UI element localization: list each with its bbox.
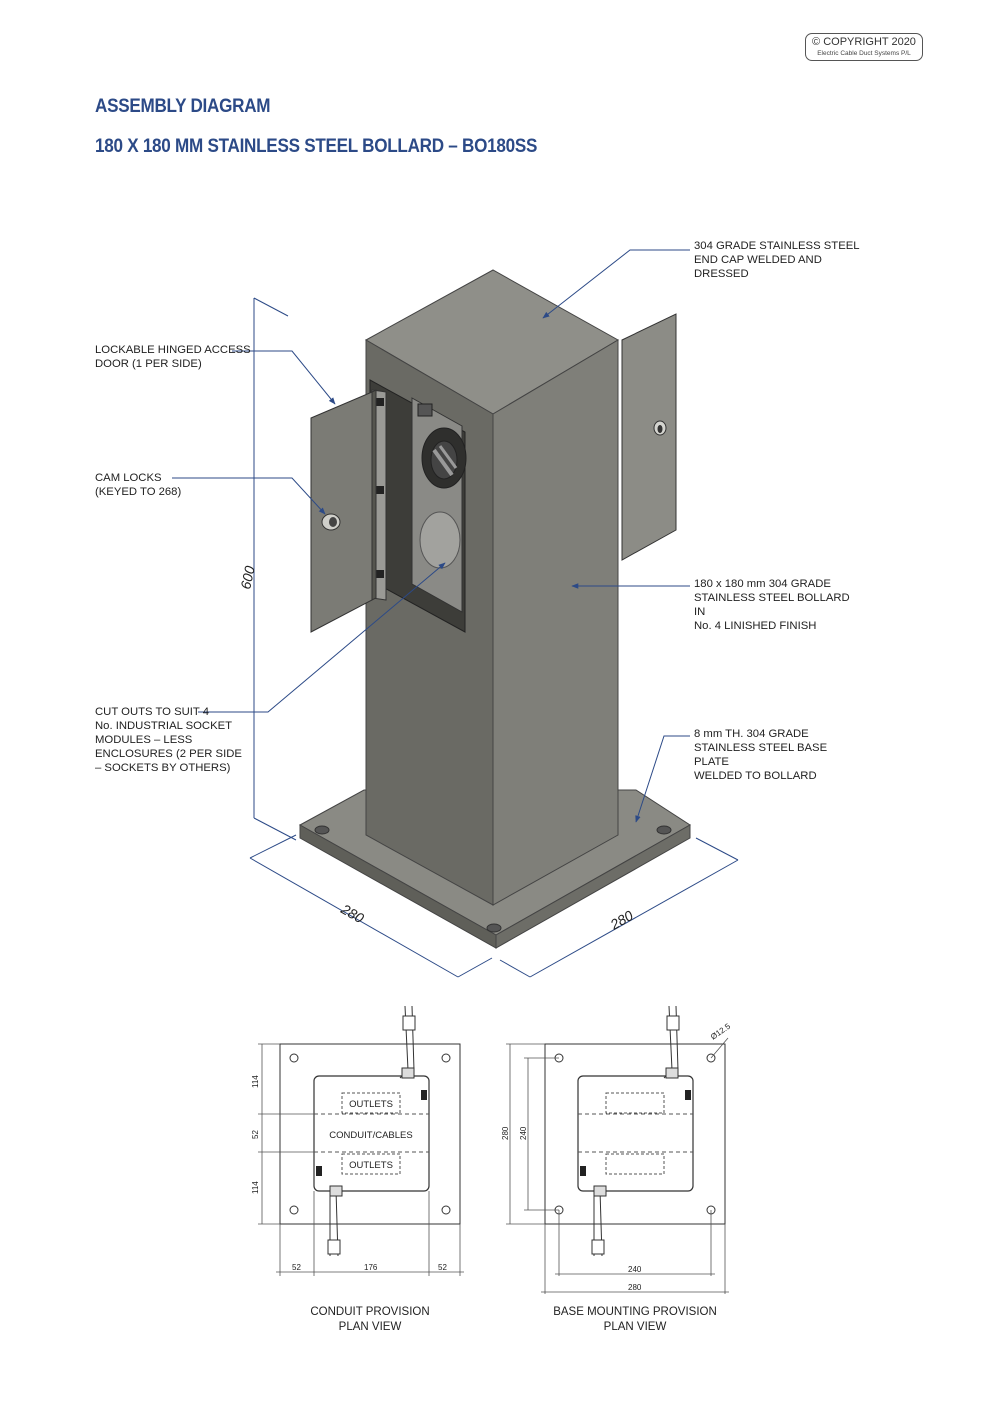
leader-lines [172, 249, 690, 823]
base-dimension-left [249, 834, 493, 978]
height-dimension-label: 600 [237, 564, 258, 590]
page-title: ASSEMBLY DIAGRAM [95, 96, 271, 117]
base-dimension-right-label: 280 [607, 907, 636, 933]
access-door-left [310, 389, 377, 633]
note-cam-locks: CAM LOCKS (KEYED TO 268) [95, 472, 182, 498]
dim-h-inner: 240 [628, 1265, 642, 1274]
label-outlets-bottom: OUTLETS [349, 1160, 393, 1171]
base-caption-line2: PLAN VIEW [603, 1321, 667, 1333]
leader-cam-locks [172, 477, 326, 515]
note-access-door: LOCKABLE HINGED ACCESS DOOR (1 PER SIDE) [95, 344, 251, 370]
base-mounting-plan-view [506, 1005, 729, 1294]
label-conduit-cables: CONDUIT/CABLES [329, 1130, 412, 1141]
conduit-caption-line1: CONDUIT PROVISION [310, 1306, 430, 1318]
base-caption-line1: BASE MOUNTING PROVISION [553, 1306, 717, 1318]
dim-v-top: 114 [251, 1075, 260, 1088]
height-dimension [253, 297, 297, 841]
dim-v-bottom: 114 [251, 1181, 260, 1194]
leader-base-plate [635, 735, 690, 823]
conduit-caption-line2: PLAN VIEW [338, 1321, 402, 1333]
conduit-plan-view [258, 1005, 464, 1276]
leader-door [232, 350, 336, 405]
note-base-plate: 8 mm TH. 304 GRADE STAINLESS STEEL BASE … [694, 728, 828, 782]
note-bollard: 180 x 180 mm 304 GRADE STAINLESS STEEL B… [694, 578, 850, 632]
dim-v-mid: 52 [251, 1130, 260, 1139]
note-cut-outs: CUT OUTS TO SUIT 4 No. INDUSTRIAL SOCKET… [95, 706, 242, 774]
conduit-plan-caption: CONDUIT PROVISION PLAN VIEW [290, 1305, 450, 1335]
dim-h-right: 52 [438, 1263, 447, 1272]
copyright-line: © COPYRIGHT 2020 [812, 36, 916, 48]
base-plan-caption: BASE MOUNTING PROVISION PLAN VIEW [545, 1305, 725, 1335]
bollard-body [364, 269, 620, 906]
dim-h-outer: 280 [628, 1283, 642, 1292]
copyright-badge: © COPYRIGHT 2020 Electric Cable Duct Sys… [805, 33, 923, 61]
note-end-cap: 304 GRADE STAINLESS STEEL END CAP WELDED… [694, 240, 860, 280]
page-subtitle: 180 X 180 MM STAINLESS STEEL BOLLARD – B… [95, 136, 538, 157]
dim-h-left: 52 [292, 1263, 301, 1272]
dim-h-mid: 176 [364, 1263, 378, 1272]
access-door-right [621, 313, 677, 561]
company-name: Electric Cable Duct Systems P/L [817, 50, 911, 57]
base-dimension-right [499, 837, 739, 978]
leader-end-cap [542, 249, 690, 319]
leader-cut-outs [198, 562, 446, 713]
dim-hole-diameter: Ø12.5 [709, 1021, 732, 1041]
label-outlets-top: OUTLETS [349, 1099, 393, 1110]
dim-v-inner: 240 [519, 1126, 528, 1140]
dim-v-outer: 280 [501, 1126, 510, 1140]
